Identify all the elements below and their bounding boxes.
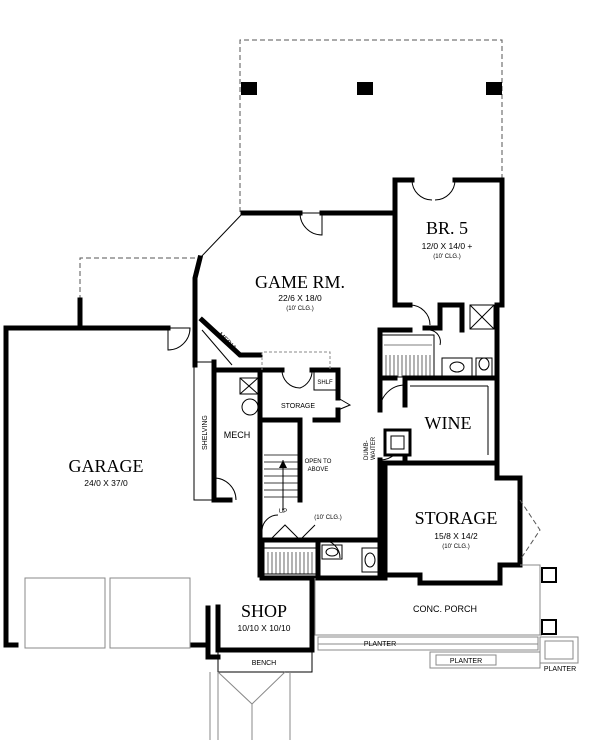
storage-big-dims: 15/8 X 14/2 — [434, 531, 478, 541]
open-to-label-2: ABOVE — [308, 467, 329, 473]
garage-name: GARAGE — [69, 456, 144, 476]
garage-dims: 24/0 X 37/0 — [84, 478, 128, 488]
game-room-clg: (10' CLG.) — [286, 306, 314, 312]
covered-patio — [239, 39, 503, 212]
game-room-dims: 22/6 X 18/0 — [278, 293, 322, 303]
planter-label-1: PLANTER — [364, 641, 396, 648]
mech-name: MECH — [224, 430, 251, 440]
shelving-label: SHELVING — [202, 415, 209, 450]
exterior-walls — [3, 177, 523, 660]
media-label: MEDIA — [217, 331, 238, 352]
interior-walls — [193, 316, 500, 581]
storage-big-name: STORAGE — [415, 508, 498, 528]
porch-label: CONC. PORCH — [413, 604, 477, 614]
up-label: UP — [279, 509, 287, 515]
storage-small-name: STORAGE — [281, 403, 315, 410]
room-labels: GAME RM. 22/6 X 18/0 (10' CLG.) BR. 5 12… — [69, 218, 577, 673]
bench-label: BENCH — [252, 660, 277, 667]
br5-name: BR. 5 — [426, 218, 468, 238]
dumbwaiter-label-2: WAITER — [371, 436, 377, 460]
fixtures — [239, 304, 495, 575]
open-to-label-1: OPEN TO — [305, 459, 332, 465]
shlf-label: SHLF — [317, 380, 333, 386]
br5-dims: 12/0 X 14/0 + — [422, 241, 473, 251]
garage-doors — [24, 577, 191, 649]
br5-clg: (10' CLG.) — [433, 254, 461, 260]
porch-planters — [209, 499, 579, 740]
shop-dims: 10/10 X 10/10 — [238, 623, 291, 633]
stair-clg-label: (10' CLG.) — [314, 515, 342, 521]
planter-label-3: PLANTER — [544, 666, 576, 673]
dumbwaiter-label-1: DUMB- — [364, 440, 370, 460]
wine-name: WINE — [425, 413, 472, 433]
garage-overhang — [79, 257, 200, 300]
storage-big-clg: (10' CLG.) — [442, 544, 470, 550]
shop-name: SHOP — [241, 601, 287, 621]
planter-label-2: PLANTER — [450, 658, 482, 665]
game-room-name: GAME RM. — [255, 272, 345, 292]
